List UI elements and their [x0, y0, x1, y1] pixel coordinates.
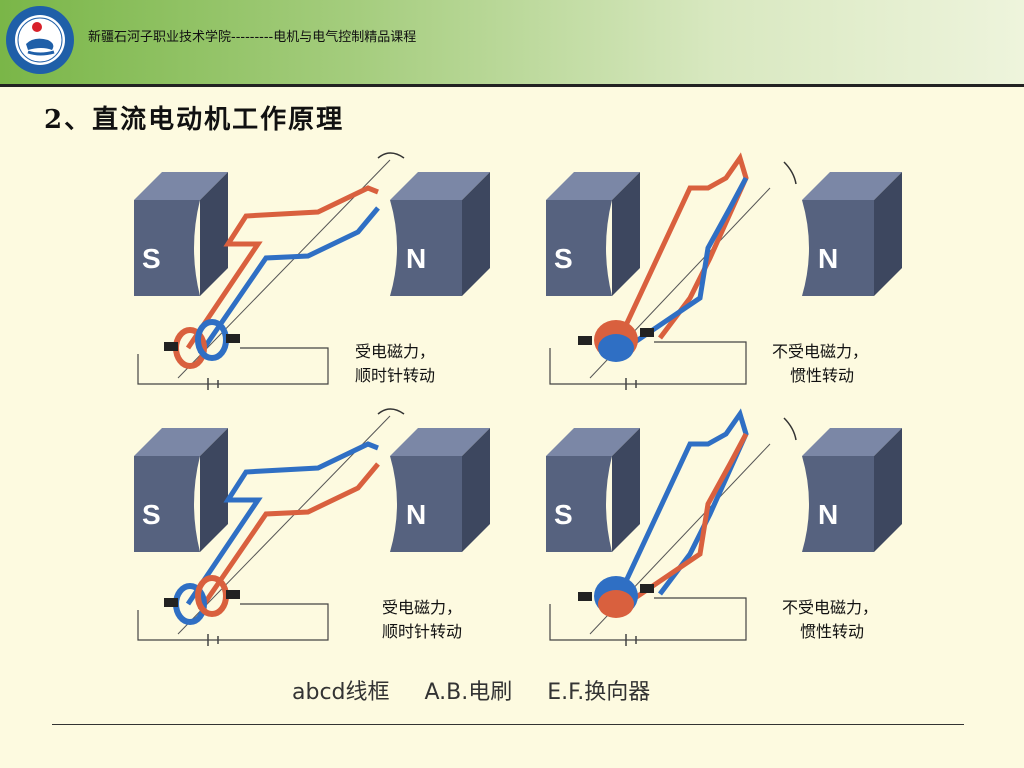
north-pole-magnet: N — [390, 428, 490, 552]
rotation-arrow — [377, 408, 405, 415]
external-circuit — [137, 603, 329, 641]
brush-b — [578, 592, 592, 601]
panel-2-caption-line2: 惯性转动 — [790, 366, 855, 385]
coil-red-side — [185, 185, 379, 350]
south-pole-magnet: S — [134, 428, 228, 552]
panel-4-caption-line2: 惯性转动 — [800, 622, 865, 641]
panel-2-caption-line1: 不受电磁力， — [772, 342, 869, 361]
north-pole-magnet: N — [802, 172, 902, 296]
coil-blue-side — [630, 176, 749, 347]
footer-divider — [52, 724, 964, 725]
diagram-panel-4: S N — [546, 408, 902, 646]
panel-4-caption-line1: 不受电磁力， — [782, 598, 879, 617]
course-title: 新疆石河子职业技术学院---------电机与电气控制精品课程 — [88, 30, 417, 45]
panel-3-caption-line1: 受电磁力， — [382, 598, 463, 617]
panel-1-caption-line2: 顺时针转动 — [355, 366, 436, 385]
brush-b — [578, 336, 592, 345]
brush-a — [226, 334, 240, 343]
legend-coil: abcd线框 — [292, 680, 390, 705]
south-label: S — [142, 499, 161, 530]
panel-1-caption-line1: 受电磁力， — [355, 342, 436, 361]
south-label: S — [554, 499, 573, 530]
rotation-arrow — [377, 152, 405, 159]
north-label: N — [406, 499, 426, 530]
south-label: S — [142, 243, 161, 274]
brush-a — [226, 590, 240, 599]
header-bar: 新疆石河子职业技术学院---------电机与电气控制精品课程 — [0, 0, 1024, 84]
diagram-panel-2: S N — [546, 152, 902, 390]
diagram-panel-3: S N — [134, 408, 490, 646]
external-circuit — [549, 597, 747, 641]
north-pole-magnet: N — [390, 172, 490, 296]
rotation-arrow — [783, 417, 797, 441]
brush-a — [640, 328, 654, 337]
commutator-f — [598, 334, 634, 362]
coil-blue-side — [197, 206, 380, 356]
south-pole-magnet: S — [546, 428, 640, 552]
rotation-arrow — [783, 161, 797, 185]
legend-brush: A.B.电刷 — [424, 680, 513, 705]
external-circuit — [137, 347, 329, 385]
diagram-panel-1: S N — [134, 152, 490, 390]
college-seal-icon — [6, 6, 74, 74]
north-pole-magnet: N — [802, 428, 902, 552]
panel-4-caption: 不受电磁力， 惯性转动 — [782, 596, 878, 644]
header-divider — [0, 84, 1024, 87]
diagram-legend: abcd线框 A.B.电刷 E.F.换向器 — [292, 674, 678, 706]
brush-a — [640, 584, 654, 593]
north-label: N — [818, 243, 838, 274]
coil-blue-side — [617, 408, 749, 596]
north-label: N — [818, 499, 838, 530]
coil-blue-side — [185, 441, 379, 606]
north-label: N — [406, 243, 426, 274]
panel-2-caption: 不受电磁力， 惯性转动 — [772, 340, 868, 388]
coil-red-side — [617, 152, 749, 340]
external-circuit — [549, 341, 747, 385]
south-pole-magnet: S — [546, 172, 640, 296]
panel-3-caption-line2: 顺时针转动 — [382, 622, 463, 641]
coil-red-side — [197, 462, 380, 612]
south-label: S — [554, 243, 573, 274]
panel-3-caption: 受电磁力， 顺时针转动 — [382, 596, 462, 644]
brush-b — [164, 342, 178, 351]
commutator-e — [598, 590, 634, 618]
section-title: 2、直流电动机工作原理 — [44, 105, 345, 135]
brush-b — [164, 598, 178, 607]
panel-1-caption: 受电磁力， 顺时针转动 — [355, 340, 435, 388]
coil-red-side — [630, 432, 749, 603]
legend-commutator: E.F.换向器 — [547, 680, 651, 705]
south-pole-magnet: S — [134, 172, 228, 296]
